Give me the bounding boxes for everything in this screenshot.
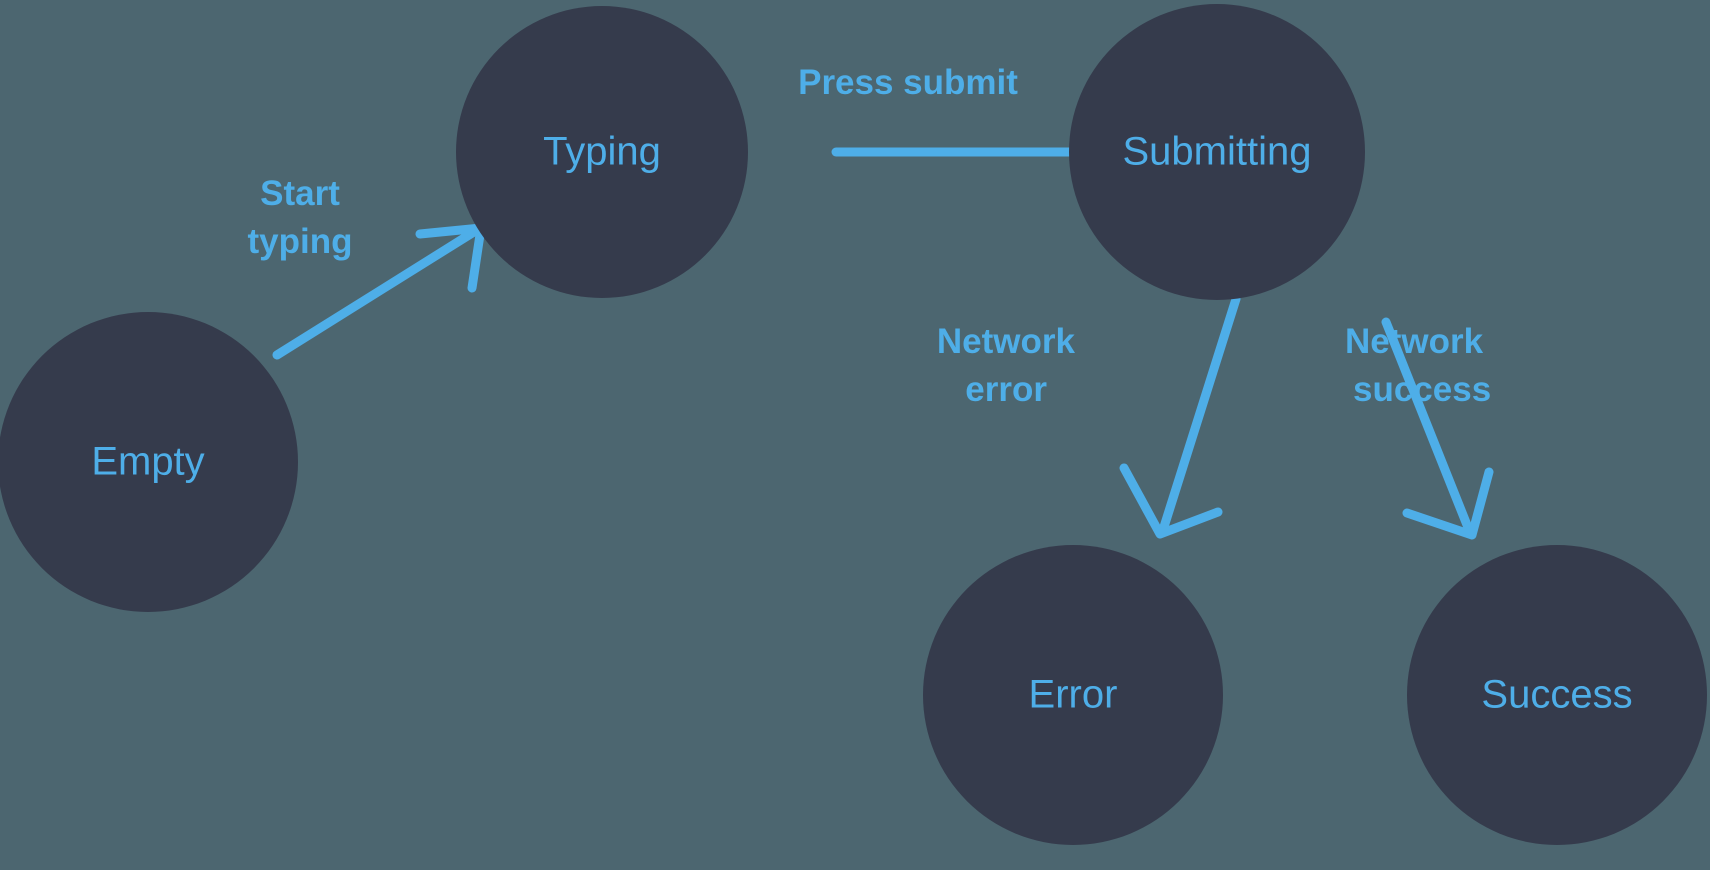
edge-label-press-submit-line1: Press submit — [798, 63, 1018, 102]
node-typing-label: Typing — [543, 130, 661, 174]
edge-network-error-line — [1158, 294, 1241, 535]
edge-label-network-success: Network success — [1345, 322, 1491, 409]
node-submitting-label: Submitting — [1123, 130, 1312, 174]
node-typing-circle — [456, 6, 748, 298]
edge-label-network-success-line1: Network — [1345, 322, 1484, 361]
node-error-label: Error — [1029, 673, 1118, 717]
node-error[interactable]: Error — [923, 545, 1223, 845]
node-submitting[interactable]: Submitting — [1069, 4, 1365, 300]
node-empty-label: Empty — [91, 440, 204, 484]
edge-label-network-error-line2: error — [965, 370, 1047, 409]
node-submitting-circle — [1069, 4, 1365, 300]
edge-network-success[interactable] — [1381, 317, 1494, 540]
node-success-label: Success — [1481, 673, 1632, 717]
node-error-circle — [923, 545, 1223, 845]
node-empty-circle — [0, 312, 298, 612]
edge-label-start-typing-line2: typing — [248, 222, 353, 261]
edge-network-success-line — [1381, 317, 1474, 535]
edge-label-network-success-line2: success — [1353, 370, 1491, 409]
edge-label-network-error-line1: Network — [937, 322, 1076, 361]
edge-label-network-error: Network error — [937, 322, 1076, 409]
edge-start-typing-line — [272, 225, 482, 360]
node-empty[interactable]: Empty — [0, 312, 298, 612]
edge-network-error[interactable] — [1119, 294, 1241, 539]
edge-label-press-submit: Press submit — [798, 63, 1018, 102]
node-success-circle — [1407, 545, 1707, 845]
edge-network-error-arrowhead — [1119, 463, 1223, 539]
node-success[interactable]: Success — [1407, 545, 1707, 845]
edge-network-success-arrowhead — [1402, 467, 1494, 540]
edge-label-start-typing-line1: Start — [260, 174, 340, 213]
edge-label-start-typing: Start typing — [248, 174, 353, 261]
node-typing[interactable]: Typing — [456, 6, 748, 298]
